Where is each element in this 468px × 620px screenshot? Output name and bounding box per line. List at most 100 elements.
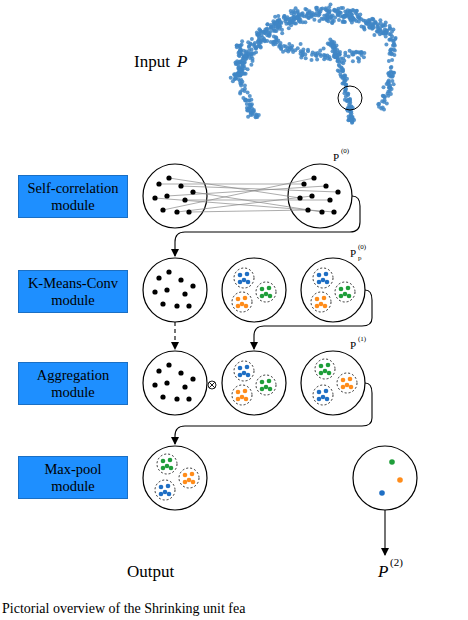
cloud-point: [360, 24, 364, 28]
cloud-point: [351, 59, 355, 63]
cluster-point: [346, 286, 351, 291]
cluster-point: [268, 294, 273, 299]
cloud-point: [315, 57, 319, 61]
cloud-point: [315, 8, 319, 12]
cloud-point: [240, 64, 244, 68]
cloud-point: [390, 52, 394, 56]
cluster-point: [323, 304, 328, 309]
point: [327, 197, 332, 202]
point: [166, 269, 171, 274]
module-name: Max-pool module: [25, 461, 121, 495]
cloud-point: [341, 69, 345, 73]
cloud-point: [389, 65, 393, 69]
cluster-point: [236, 390, 241, 395]
cloud-point: [251, 59, 255, 63]
superscript: (2): [390, 557, 403, 568]
cluster-point: [242, 371, 247, 376]
point: [190, 283, 195, 288]
subscript: p: [358, 255, 362, 262]
set-symbol: P: [350, 340, 356, 351]
cloud-point: [370, 22, 374, 26]
cloud-point: [347, 13, 351, 17]
cluster-point: [322, 296, 327, 301]
point: [164, 287, 169, 292]
cluster-point: [317, 397, 322, 402]
correlation-line: [185, 200, 330, 201]
cloud-point: [346, 98, 350, 102]
cluster-point: [246, 280, 251, 285]
cloud-point: [389, 33, 393, 37]
point-set-circle: [143, 258, 207, 322]
cloud-point: [247, 52, 251, 56]
cloud-point: [388, 86, 392, 90]
point-cloud: [229, 3, 398, 125]
cloud-point: [312, 18, 316, 22]
cloud-point: [284, 48, 288, 52]
cluster-point: [341, 385, 346, 390]
cluster-point: [343, 292, 348, 297]
point: [297, 195, 302, 200]
cloud-point: [389, 66, 393, 70]
correlation-line: [193, 192, 322, 212]
cloud-point: [266, 22, 270, 26]
cluster-circle: [335, 282, 355, 302]
cluster-circle: [155, 480, 175, 500]
cluster-point: [244, 397, 249, 402]
cluster-point: [315, 304, 320, 309]
cloud-point: [379, 107, 383, 111]
cloud-point: [237, 51, 241, 55]
cluster-point: [348, 377, 353, 382]
superscript: (0): [341, 148, 349, 155]
cloud-point: [371, 18, 375, 22]
cloud-point: [291, 50, 295, 54]
cloud-point: [341, 76, 345, 80]
cloud-point: [347, 55, 351, 59]
cloud-point: [292, 15, 296, 19]
cloud-point: [288, 19, 292, 23]
point: [166, 175, 171, 180]
cluster-point: [159, 492, 164, 497]
cloud-point: [250, 47, 254, 51]
cluster-point: [159, 485, 164, 490]
cluster-point: [324, 389, 329, 394]
point: [152, 382, 157, 387]
cloud-point: [387, 71, 391, 75]
point: [160, 394, 165, 399]
cloud-point: [248, 103, 252, 107]
cluster-point: [317, 273, 322, 278]
cluster-point: [240, 395, 245, 400]
cloud-point: [265, 39, 269, 43]
cluster-point: [341, 378, 346, 383]
cloud-point: [372, 26, 376, 30]
output-label: Output: [127, 563, 174, 580]
point: [309, 193, 314, 198]
superscript: (0): [358, 244, 366, 251]
cluster-point: [349, 385, 354, 390]
cloud-point: [249, 98, 253, 102]
point: [156, 275, 161, 280]
point: [305, 207, 310, 212]
point: [335, 189, 340, 194]
cloud-point: [256, 40, 260, 44]
module-box: K-Means-Conv module: [18, 270, 128, 313]
cloud-point: [241, 57, 245, 61]
cloud-point: [278, 43, 282, 47]
set-symbol: P: [350, 248, 356, 259]
cloud-point: [246, 90, 250, 94]
cloud-point: [345, 99, 349, 103]
cluster-circle: [234, 361, 254, 381]
cluster-point: [236, 397, 241, 402]
cloud-point: [383, 96, 387, 100]
cluster-point: [319, 302, 324, 307]
module-name: K-Means-Conv module: [25, 275, 121, 309]
product-symbol: [208, 381, 216, 389]
point: [301, 181, 306, 186]
module-box: Max-pool module: [18, 456, 128, 499]
point: [186, 396, 191, 401]
cloud-point: [289, 23, 293, 27]
cloud-point: [238, 69, 242, 73]
point: [186, 303, 191, 308]
flow-arrow: [175, 383, 372, 444]
point: [174, 303, 179, 308]
cloud-point: [326, 57, 330, 61]
